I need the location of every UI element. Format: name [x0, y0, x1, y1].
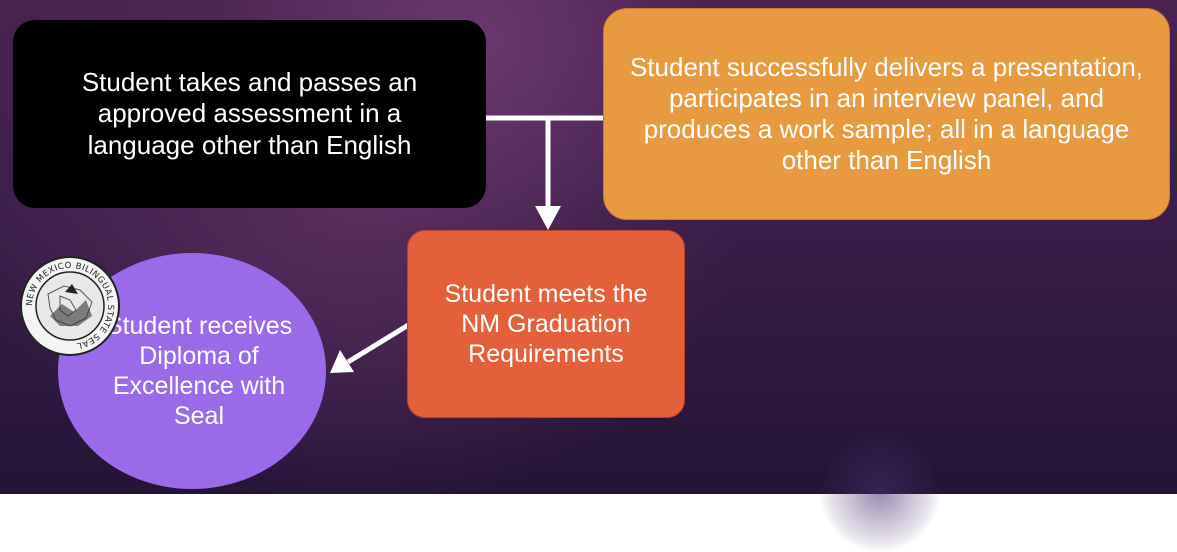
diploma-text: Student receives Diploma of Excellence w… — [105, 312, 293, 430]
connectors — [0, 0, 1177, 494]
presentation-box: Student successfully delivers a presenta… — [603, 8, 1170, 220]
graduation-text: Student meets the NM Graduation Requirem… — [444, 280, 648, 368]
connector-arrow-down-head — [535, 206, 561, 230]
bilingual-seal-icon: NEW MEXICO BILINGUAL STATE SEAL — [20, 256, 120, 356]
connector-arrow-left-head — [330, 350, 354, 373]
graduation-box: Student meets the NM Graduation Requirem… — [407, 230, 685, 418]
connector-arrow-left-shaft — [346, 321, 412, 365]
assessment-box: Student takes and passes an approved ass… — [13, 20, 486, 208]
assessment-text: Student takes and passes an approved ass… — [81, 67, 418, 160]
presentation-text: Student successfully delivers a presenta… — [629, 51, 1144, 176]
